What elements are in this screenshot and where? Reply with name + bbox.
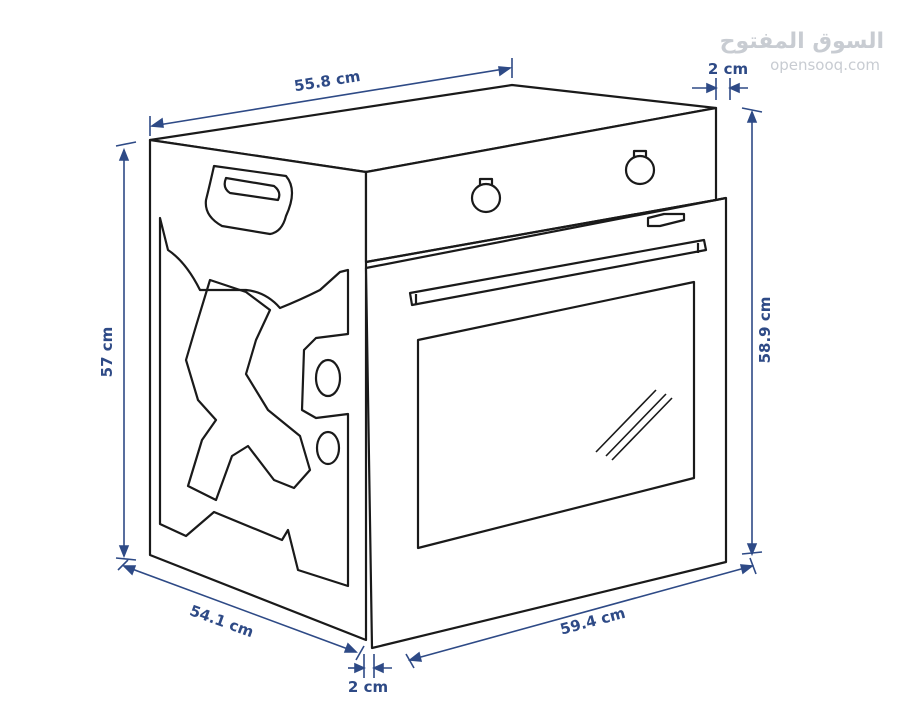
side-hole-upper — [314, 358, 342, 398]
watermark-arabic: السوق المفتوح — [720, 29, 884, 54]
label-left-height: 57 cm — [98, 327, 116, 378]
oven-door — [364, 196, 728, 650]
door-window — [416, 280, 696, 550]
side-frame — [158, 216, 350, 588]
knob-left — [470, 177, 502, 214]
label-top-width: 55.8 cm — [293, 67, 362, 95]
door-top-strip — [365, 196, 727, 264]
side-x-brace — [184, 278, 312, 502]
dimension-lines — [115, 58, 763, 678]
glass-glare — [595, 389, 673, 461]
side-grip — [204, 164, 294, 236]
label-bottom-depth: 54.1 cm — [187, 601, 256, 641]
side-grip-slot — [223, 176, 281, 202]
oven-drawing — [148, 83, 728, 650]
knob-right — [624, 149, 656, 186]
watermark-latin: opensooq.com — [770, 56, 880, 74]
handle-mount — [646, 212, 686, 228]
label-right-height: 58.9 cm — [756, 297, 774, 364]
side-hole-lower — [315, 430, 341, 466]
door-handle — [408, 238, 708, 307]
label-top-right-offset: 2 cm — [708, 60, 748, 78]
watermark: السوق المفتوح opensooq.com — [720, 29, 884, 74]
oven-side-face — [148, 138, 368, 642]
label-bottom-offset: 2 cm — [348, 678, 388, 696]
